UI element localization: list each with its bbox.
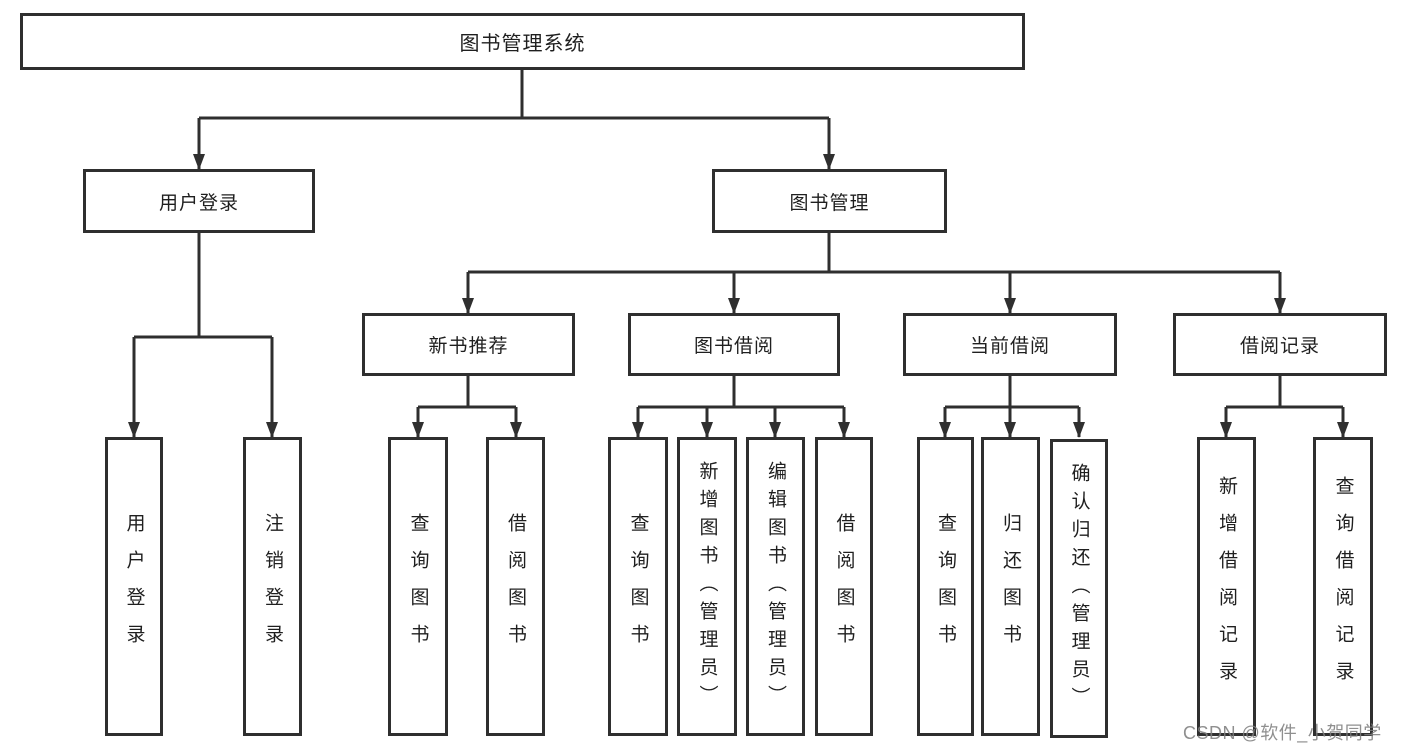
node-label: 当前借阅: [969, 336, 1050, 357]
node-label: 新增借阅记录: [1216, 475, 1237, 698]
node-leaf-return-books: 归还图书: [981, 437, 1040, 736]
node-leaf-borrow-books: 借阅图书: [486, 437, 545, 736]
node-label: 归还图书: [1000, 512, 1021, 661]
connector: [945, 376, 1079, 409]
node-label: 借阅图书: [505, 512, 526, 661]
node-leaf-query-books: 查询图书: [388, 437, 448, 736]
connector: [638, 376, 844, 409]
node-label: 查询借阅记录: [1332, 475, 1354, 698]
csdn-watermark: CSDN @软件_小贺同学: [1183, 723, 1382, 743]
node-label: 编辑图书（管理员）: [765, 460, 786, 713]
node-leaf-add-book-admin: 新增图书（管理员）: [677, 437, 737, 736]
node-label: 用户登录: [158, 192, 239, 214]
node-leaf-add-borrow-record: 新增借阅记录: [1197, 437, 1256, 736]
node-label: 借阅图书: [833, 512, 855, 661]
node-leaf-confirm-return-admin: 确认归还（管理员）: [1050, 439, 1108, 738]
node-label: 图书管理: [789, 192, 870, 214]
node-label: 图书借阅: [693, 336, 774, 357]
node-leaf-query-books: 查询图书: [608, 437, 668, 736]
node-module-new-book-recommend: 新书推荐: [362, 313, 575, 376]
node-label: 新书推荐: [428, 336, 509, 357]
node-root: 图书管理系统: [20, 13, 1025, 70]
connector: [468, 233, 1280, 274]
node-module-book-borrow: 图书借阅: [628, 313, 840, 376]
node-leaf-borrow-books: 借阅图书: [815, 437, 873, 736]
node-label: 确认归还（管理员）: [1068, 462, 1090, 715]
node-label: 注销登录: [262, 512, 283, 661]
node-label: 查询图书: [407, 512, 429, 661]
node-leaf-query-borrow-record: 查询借阅记录: [1313, 437, 1373, 736]
connector: [418, 376, 516, 409]
node-label: 新增图书（管理员）: [696, 460, 718, 713]
node-label: 查询图书: [935, 512, 956, 661]
node-root-label: 图书管理系统: [459, 33, 586, 55]
node-label: 查询图书: [627, 512, 649, 661]
connector: [199, 70, 829, 120]
connector: [1226, 376, 1343, 409]
connector: [134, 233, 272, 339]
node-leaf-edit-book-admin: 编辑图书（管理员）: [746, 437, 805, 736]
node-label: 借阅记录: [1239, 336, 1320, 357]
node-user-login-branch: 用户登录: [83, 169, 315, 233]
node-book-management-branch: 图书管理: [712, 169, 947, 233]
node-leaf-logout: 注销登录: [243, 437, 302, 736]
node-module-borrow-records: 借阅记录: [1173, 313, 1387, 376]
node-leaf-user-login: 用户登录: [105, 437, 163, 736]
node-label: 用户登录: [123, 512, 145, 661]
node-module-current-borrow: 当前借阅: [903, 313, 1117, 376]
node-leaf-query-books: 查询图书: [917, 437, 974, 736]
